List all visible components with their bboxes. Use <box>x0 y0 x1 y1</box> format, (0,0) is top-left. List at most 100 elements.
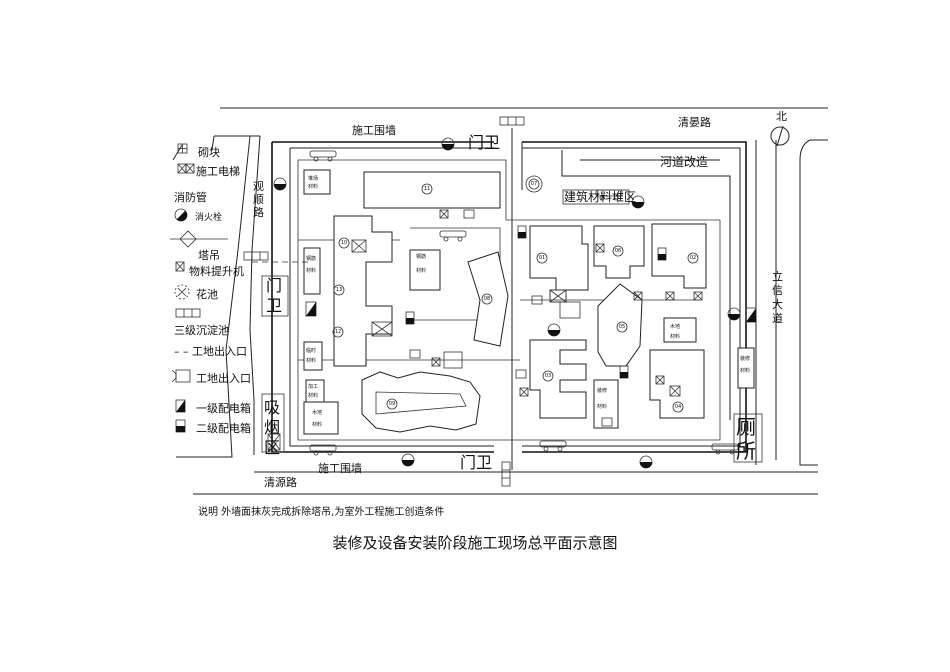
box2-icon <box>175 419 186 433</box>
legend-item-box2: 二级配电箱 <box>196 422 251 435</box>
svg-text:07: 07 <box>531 181 537 187</box>
equipment-symbols <box>267 209 703 451</box>
vehicles <box>309 150 739 456</box>
road-west-label: 观顺路 <box>253 180 264 219</box>
hoist-icon <box>175 261 185 272</box>
svg-text:装修: 装修 <box>597 387 607 394</box>
wall-label-top: 施工围墙 <box>352 123 396 137</box>
storage-yard-5: 木地 材料 <box>663 317 697 343</box>
building-13: 13 <box>333 284 345 296</box>
wall-label-bottom: 施工围墙 <box>318 461 362 475</box>
building-02: 02 <box>651 223 707 289</box>
svg-text:堆场: 堆场 <box>308 175 318 182</box>
legend-item-block: 砌块 <box>198 146 220 159</box>
svg-text:材料: 材料 <box>306 267 316 274</box>
storage-yard-7: 钢筋 材料 <box>303 247 321 295</box>
legend-item-tank: 三级沉淀池 <box>174 324 229 337</box>
material-yard-box <box>562 189 630 205</box>
legend-icons <box>170 143 228 433</box>
dashed-entrance-icon: – – <box>174 345 189 358</box>
river-channel <box>561 150 731 420</box>
svg-text:06: 06 <box>615 248 621 254</box>
note-text: 说明 外墙面抹灰完成拆除塔吊,为室外工程施工创造条件 <box>198 507 445 518</box>
flowerbed-icon <box>174 284 190 300</box>
legend-item-box1: 一级配电箱 <box>196 402 251 415</box>
building-05: 05 <box>597 283 643 367</box>
building-12: 12 <box>332 326 344 338</box>
svg-text:木地: 木地 <box>670 323 680 330</box>
entrance-icon <box>171 369 191 383</box>
tower-crane-icon <box>170 230 228 248</box>
building-06: 06 <box>593 225 645 279</box>
svg-text:05: 05 <box>619 324 625 330</box>
legend-item-hoist: 物料提升机 <box>189 265 244 278</box>
svg-text:材料: 材料 <box>312 421 322 428</box>
svg-text:03: 03 <box>545 373 551 379</box>
legend-item-entrance: 工地出入口 <box>196 372 251 385</box>
svg-text:材料: 材料 <box>306 357 316 364</box>
gate-structures <box>243 116 763 487</box>
legend-item-dashed-entrance: – – 工地出入口 <box>174 343 247 359</box>
hydrant-icon <box>174 208 188 222</box>
storage-yard-3: 木地 材料 <box>303 401 339 435</box>
svg-text:10: 10 <box>341 240 347 246</box>
legend-item-crane: 塔吊 <box>198 249 220 262</box>
svg-text:材料: 材料 <box>308 392 318 399</box>
storage-yard-1: 堆场 材料 <box>303 169 331 195</box>
north-arrow-icon <box>770 125 790 147</box>
legend-item-hydrant: 消火栓 <box>195 213 223 223</box>
svg-text:材料: 材料 <box>597 403 607 410</box>
storage-yard-4: 装修 材料 <box>593 379 619 429</box>
building-04: 04 <box>649 349 705 419</box>
elevator-icon <box>177 163 195 174</box>
building-11: 11 <box>363 171 501 209</box>
distribution-boxes <box>305 225 757 379</box>
gate-north-label: 门卫 <box>468 133 500 152</box>
storage-yard-2: 钢筋 材料 <box>409 249 441 291</box>
road-north-label: 清晏路 <box>678 116 711 129</box>
svg-text:材料: 材料 <box>416 267 426 274</box>
smoking-area-label: 吸烟区 <box>264 398 281 457</box>
svg-text:13: 13 <box>336 287 342 293</box>
svg-text:09: 09 <box>389 401 395 407</box>
road-south-label: 清源路 <box>264 475 297 489</box>
svg-text:11: 11 <box>424 186 430 192</box>
building-03: 03 <box>529 339 587 419</box>
road-lines <box>172 107 828 495</box>
north-label: 北 <box>776 110 787 123</box>
toilet-label-1: 厕 <box>736 415 756 439</box>
storage-yard-6: 临时 材料 <box>303 341 323 371</box>
legend-item-elevator: 施工电梯 <box>196 165 240 178</box>
block-icon <box>177 143 188 154</box>
svg-text:01: 01 <box>539 255 545 261</box>
material-yard-label: 建筑材料堆区 <box>564 189 636 204</box>
svg-text:材料: 材料 <box>740 367 750 374</box>
svg-text:加工: 加工 <box>308 383 318 390</box>
legend-item-flowerbed: 花池 <box>196 288 218 301</box>
svg-text:08: 08 <box>484 296 490 302</box>
road-east-label: 立信大道 <box>772 270 783 325</box>
building-10: 10 <box>333 215 393 367</box>
storage-yard-8: 装修 材料 <box>737 347 755 389</box>
toilet-label-2: 所 <box>736 439 756 463</box>
svg-text:材料: 材料 <box>308 183 318 190</box>
tank-icon <box>175 308 201 318</box>
svg-text:钢筋: 钢筋 <box>306 255 316 262</box>
river-label: 河道改造 <box>660 155 708 169</box>
building-01: 01 <box>529 225 589 291</box>
building-08: 08 <box>467 251 509 347</box>
building-09: 09 <box>361 371 481 433</box>
gate-west-label: 门卫 <box>266 276 283 315</box>
hydrant-icons <box>273 137 741 469</box>
storage-yard-9: 加工 材料 <box>305 379 325 403</box>
svg-text:04: 04 <box>675 404 681 410</box>
svg-text:钢筋: 钢筋 <box>416 253 426 260</box>
legend-item-pipe: 消防管 <box>174 191 207 204</box>
svg-text:木地: 木地 <box>312 409 322 416</box>
building-07: 07 <box>525 175 543 193</box>
diagram-title: 装修及设备安装阶段施工现场总平面示意图 <box>332 534 618 552</box>
svg-text:装修: 装修 <box>740 355 750 362</box>
svg-text:12: 12 <box>335 329 341 335</box>
svg-text:02: 02 <box>690 255 696 261</box>
svg-text:临时: 临时 <box>306 347 316 354</box>
